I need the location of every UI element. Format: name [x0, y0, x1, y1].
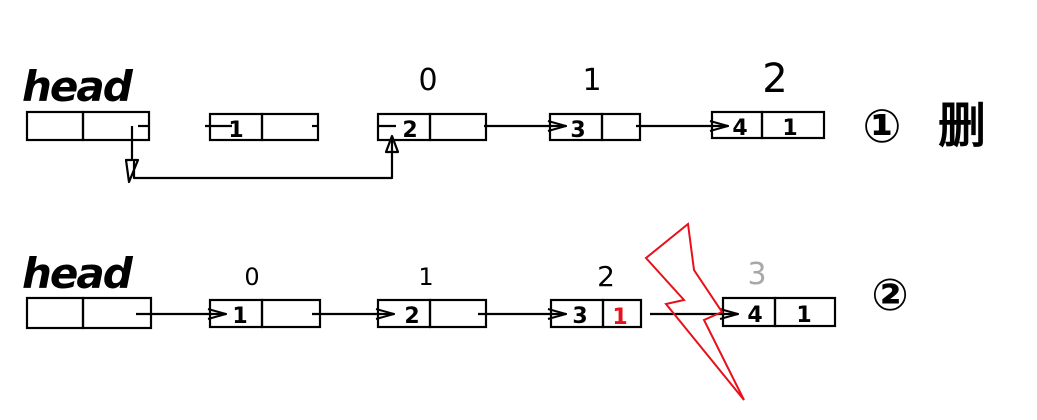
node-4-row1: 4 1 [710, 110, 826, 141]
index-label-row2-3: 3 [747, 257, 766, 292]
node-4-row2-value: 4 [747, 303, 762, 328]
lightning-bolt-icon [644, 222, 745, 401]
node-1-row1-value: 1 [228, 118, 243, 143]
step-word-row1: 删 [938, 98, 986, 154]
head-node-row1 [25, 110, 151, 142]
pointer-head-row1-arrowhead [384, 134, 400, 154]
node-3-row1-value: 3 [570, 118, 585, 143]
node-3-row1: 3 [548, 112, 642, 143]
node-3-row2: 3 1 [549, 298, 643, 330]
node-2-row2: 2 [376, 298, 488, 329]
node-2-row1-value: 2 [402, 118, 417, 143]
node-3-row2-next-value: 1 [612, 305, 627, 330]
index-label-row2-1: 1 [418, 263, 433, 291]
node-4-row2: 4 1 [721, 296, 837, 328]
index-label-row2-2: 2 [597, 260, 615, 293]
node-2-row1: 2 [376, 112, 488, 143]
node-4-row2-next-value: 1 [796, 303, 811, 328]
node-4-row1-value: 4 [732, 116, 747, 141]
head-node-row2 [25, 296, 153, 330]
index-label-row2-0: 0 [244, 263, 259, 291]
node-1-row1: 1 [208, 112, 320, 143]
index-label-row1-1: 1 [582, 63, 601, 98]
node-1-row2-value: 1 [232, 304, 247, 329]
node-2-row2-value: 2 [404, 304, 419, 329]
step-label-row2: ② [871, 270, 908, 321]
step-label-row1: ① [863, 99, 902, 153]
row-2: head 1 2 3 1 4 1 [22, 249, 909, 330]
pointer-head-row1 [124, 126, 394, 184]
head-label-row2: head [22, 249, 134, 298]
node-4-row1-next-value: 1 [782, 116, 797, 141]
row-1: head 1 2 3 4 1 [22, 56, 986, 184]
index-label-row1-0: 0 [418, 63, 437, 98]
node-1-row2: 1 [208, 298, 322, 329]
head-label-row1: head [22, 62, 134, 111]
index-label-row1-2: 2 [762, 56, 787, 102]
node-3-row2-value: 3 [572, 304, 587, 329]
